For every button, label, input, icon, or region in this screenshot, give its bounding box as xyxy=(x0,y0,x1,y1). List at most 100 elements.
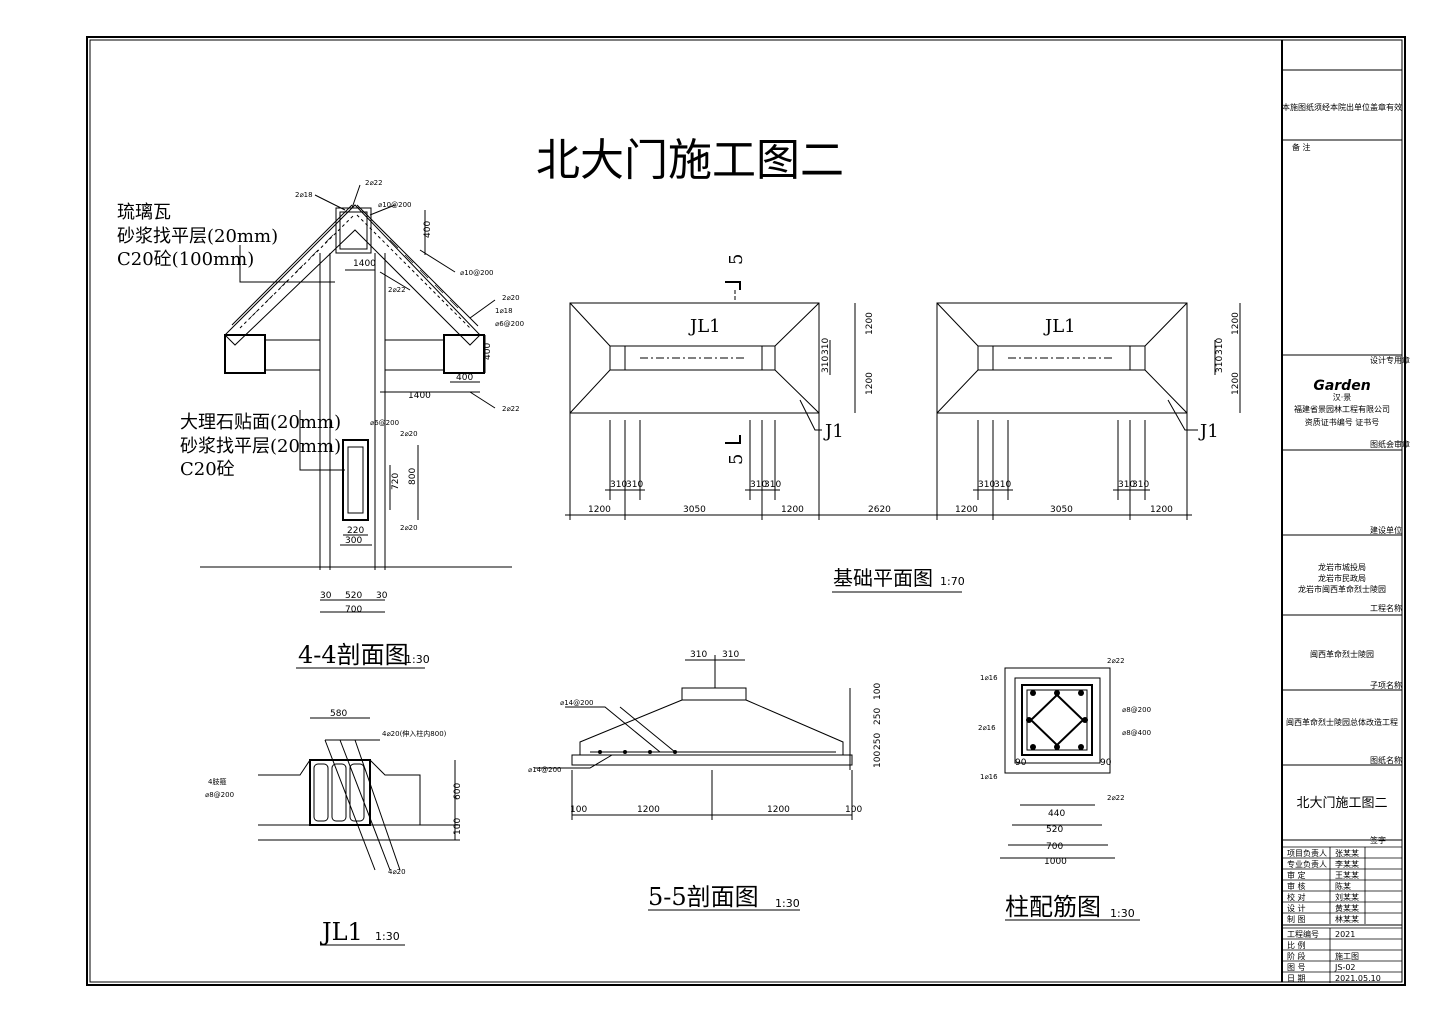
roof-note-1: 琉璃瓦 xyxy=(117,202,171,223)
column-rebar-detail xyxy=(1000,667,1140,921)
dim-label: 100 xyxy=(453,818,463,835)
dim-label: 700 xyxy=(1046,842,1063,852)
tb-seal-label: 图纸会审章 xyxy=(1370,439,1410,449)
dim-label: 30 xyxy=(320,591,332,601)
dim-label: 100 xyxy=(845,805,862,815)
rebar-label: ⌀14@200 xyxy=(560,699,593,707)
rebar-label: 2⌀22 xyxy=(1107,794,1125,802)
rebar-label: ⌀8@200 xyxy=(1122,706,1151,714)
dim-label: 520 xyxy=(1046,825,1063,835)
dim-label: 1400 xyxy=(353,259,376,269)
rebar-label: 2⌀22 xyxy=(388,286,406,294)
view-scale: 1:70 xyxy=(940,575,965,588)
dim-label: 310 xyxy=(821,356,831,373)
sign-role: 制 图 xyxy=(1287,914,1306,924)
view-title: 4-4剖面图 xyxy=(298,641,409,669)
dim-label: 580 xyxy=(330,709,347,719)
tb-sign-label: 签字 xyxy=(1370,835,1386,845)
dim-label: 250 xyxy=(873,708,883,725)
dim-label: 90 xyxy=(1015,758,1027,768)
view-title: JL1 xyxy=(319,918,363,946)
sign-name: 王某某 xyxy=(1335,871,1359,880)
dim-label: 1200 xyxy=(637,805,660,815)
rebar-label: ⌀8@400 xyxy=(1122,729,1151,737)
tb-notes-label: 备 注 xyxy=(1292,142,1311,152)
client-line: 龙岩市民政局 xyxy=(1318,573,1366,583)
dim-label: 300 xyxy=(345,536,362,546)
dim-label: 600 xyxy=(453,783,463,800)
rebar-label: 2⌀18 xyxy=(295,191,313,199)
sign-name: 黄某某 xyxy=(1335,903,1359,913)
dim-label: 1200 xyxy=(767,805,790,815)
dim-label: 2620 xyxy=(868,505,891,515)
rebar-label: 4肢箍 xyxy=(208,777,226,786)
roof-note-2: 砂浆找平层(20mm) xyxy=(117,226,278,247)
rebar-label: 1⌀16 xyxy=(980,674,998,682)
dim-label: 310 xyxy=(750,480,767,490)
sign-name: 林某某 xyxy=(1335,914,1359,924)
dim-label: 30 xyxy=(376,591,388,601)
col-note-2: 砂浆找平层(20mm) xyxy=(180,436,341,457)
outer-border xyxy=(86,36,1406,986)
project-name: 闽西革命烈士陵园 xyxy=(1310,649,1374,659)
dim-label: 1200 xyxy=(865,312,875,335)
dim-label: 310 xyxy=(821,338,831,355)
dim-label: 1200 xyxy=(865,372,875,395)
meta-value: 2021 xyxy=(1335,930,1355,939)
rebar-label: ⌀10@200 xyxy=(460,269,493,277)
tb-drawing-label: 图纸名称 xyxy=(1370,755,1402,765)
meta-value: 施工图 xyxy=(1335,951,1359,961)
dim-label: 800 xyxy=(408,468,418,485)
tb-top-note: 本施图纸须经本院出单位盖章有效 xyxy=(1282,102,1402,112)
foundation-plan xyxy=(565,281,1241,593)
j1-label: J1 xyxy=(823,421,844,442)
sub-project-name: 闽西革命烈士陵园总体改造工程 xyxy=(1286,717,1398,727)
rebar-label: ⌀8@200 xyxy=(205,791,234,799)
view-title: 5-5剖面图 xyxy=(648,883,759,911)
dim-label: 1400 xyxy=(408,391,431,401)
sign-name: 刘某某 xyxy=(1335,892,1359,902)
view-title: 基础平面图 xyxy=(833,566,933,590)
rebar-label: ⌀10@200 xyxy=(378,201,411,209)
sign-role: 审 核 xyxy=(1287,881,1306,891)
col-note-1: 大理石贴面(20mm) xyxy=(180,412,341,433)
tb-seal-label: 设计专用章 xyxy=(1370,355,1410,365)
inner-border xyxy=(89,39,1403,983)
dim-label: 1200 xyxy=(1150,505,1173,515)
dim-label: 1200 xyxy=(1231,312,1241,335)
dim-label: 310 xyxy=(722,650,739,660)
dim-label: 700 xyxy=(345,605,362,615)
view-scale: 1:30 xyxy=(1110,907,1135,920)
sign-name: 李某某 xyxy=(1335,859,1359,869)
dim-label: 310 xyxy=(1118,480,1135,490)
jl1-detail xyxy=(258,717,460,946)
tb-client-label: 建设单位 xyxy=(1370,525,1402,535)
dim-label: 1000 xyxy=(1044,857,1067,867)
sign-role: 项目负责人 xyxy=(1287,848,1327,858)
dim-label: 3050 xyxy=(683,505,706,515)
rebar-label: 4⌀20 xyxy=(388,868,406,876)
rebar-label: 1⌀16 xyxy=(980,773,998,781)
view-scale: 1:30 xyxy=(775,897,800,910)
view-scale: 1:30 xyxy=(375,930,400,943)
meta-label: 工程编号 xyxy=(1287,929,1319,939)
dim-label: 1200 xyxy=(955,505,978,515)
jl1-label: JL1 xyxy=(1043,316,1076,337)
dim-label: 310 xyxy=(1132,480,1149,490)
sign-name: 张某某 xyxy=(1335,849,1359,858)
rebar-label: ⌀6@200 xyxy=(370,419,399,427)
dim-label: 310 xyxy=(994,480,1011,490)
meta-label: 阶 段 xyxy=(1287,951,1306,961)
section-5-5 xyxy=(535,655,853,911)
dim-label: 1200 xyxy=(1231,372,1241,395)
rebar-label: 4⌀20(伸入柱内800) xyxy=(382,729,447,738)
company-name: 福建省景园林工程有限公司 xyxy=(1294,404,1390,414)
dim-label: 250 xyxy=(873,733,883,750)
rebar-label: 2⌀22 xyxy=(1107,657,1125,665)
dim-label: 1200 xyxy=(781,505,804,515)
rebar-label: 2⌀20 xyxy=(502,294,520,302)
dim-label: 220 xyxy=(347,526,364,536)
j1-label: J1 xyxy=(1198,421,1219,442)
dim-label: 520 xyxy=(345,591,362,601)
dim-label: 400 xyxy=(483,343,493,360)
